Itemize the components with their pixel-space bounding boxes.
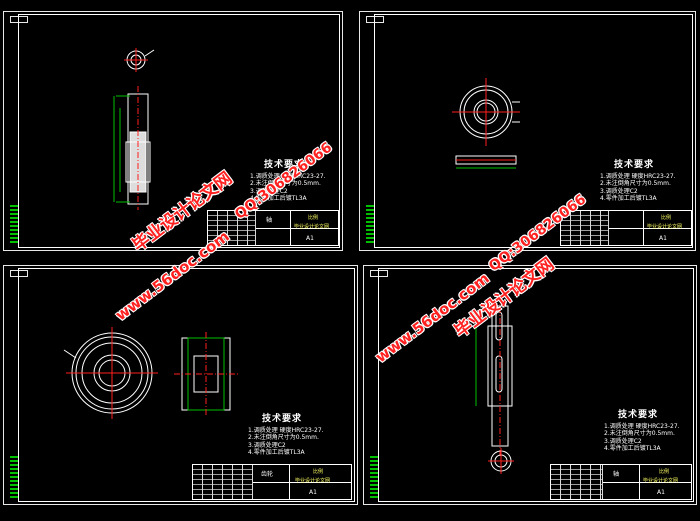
inner-frame <box>374 14 693 248</box>
sheet-tag <box>10 270 28 277</box>
company-label: 毕业设计论文网 <box>294 224 330 230</box>
tech-requirements: 技术要求 1.调质处理 硬度HRC23-27. 2.未注倒角尺寸为0.5mm. … <box>248 414 324 457</box>
tech-line: 1.调质处理 硬度HRC23-27. <box>250 172 326 180</box>
part-name: 轴 <box>266 217 273 224</box>
tech-line: 3.调质处理C2 <box>248 441 286 449</box>
revision-grid <box>561 211 609 245</box>
side-ruler <box>10 205 18 245</box>
revision-grid <box>193 465 253 499</box>
revision-grid <box>208 211 256 245</box>
shaft-drawing <box>475 296 514 474</box>
title-block: 齿轮 比例 毕业设计论文网 A1 <box>192 464 352 500</box>
scale-label: 比例 <box>313 469 324 475</box>
sheet-tag <box>10 16 28 23</box>
tech-line: 2.未注倒角尺寸为0.5mm. <box>250 180 321 187</box>
tech-requirements: 技术要求 1.调质处理 硬度HRC23-27. 2.未注倒角尺寸为0.5mm. … <box>250 160 326 203</box>
tech-requirements: 技术要求 1.调质处理 硬度HRC23-27. 2.未注倒角尺寸为0.5mm. … <box>600 160 676 203</box>
drawing-sheet-2[interactable]: 技术要求 1.调质处理 硬度HRC23-27. 2.未注倒角尺寸为0.5mm. … <box>359 11 696 251</box>
side-ruler <box>10 456 18 500</box>
scale-label: 比例 <box>308 215 319 221</box>
gear-drawing <box>63 327 238 419</box>
part-name: 齿轮 <box>261 471 274 478</box>
tech-line: 3.调质处理C2 <box>600 187 638 195</box>
tech-line: 2.未注倒角尺寸为0.5mm. <box>600 180 671 187</box>
side-ruler <box>370 456 378 500</box>
tech-line: 4.零件加工后镀TL3A <box>248 449 305 456</box>
washer-drawing <box>452 78 520 169</box>
tech-line: 1.调质处理 硬度HRC23-27. <box>248 426 324 434</box>
company-label: 毕业设计论文网 <box>643 478 679 484</box>
sheet-size: A1 <box>306 235 314 242</box>
title-block: 轴 比例 毕业设计论文网 A1 <box>207 210 339 246</box>
sheet-tag <box>370 270 388 277</box>
tech-line: 4.零件加工后镀TL3A <box>604 445 661 452</box>
company-label: 毕业设计论文网 <box>647 224 683 230</box>
sheet-tag <box>366 16 384 23</box>
tech-line: 4.零件加工后镀TL3A <box>600 195 657 202</box>
drawing-sheet-3[interactable]: 技术要求 1.调质处理 硬度HRC23-27. 2.未注倒角尺寸为0.5mm. … <box>3 265 358 505</box>
inner-frame <box>18 14 340 248</box>
tech-title: 技术要求 <box>614 160 655 170</box>
tech-line: 1.调质处理 硬度HRC23-27. <box>600 172 676 180</box>
tech-line: 1.调质处理 硬度HRC23-27. <box>604 422 680 430</box>
tech-title: 技术要求 <box>264 160 305 170</box>
scale-label: 比例 <box>661 215 672 221</box>
drawing-sheet-4[interactable]: 技术要求 1.调质处理 硬度HRC23-27. 2.未注倒角尺寸为0.5mm. … <box>363 265 697 505</box>
shaft-drawing <box>113 48 155 210</box>
tech-line: 2.未注倒角尺寸为0.5mm. <box>248 434 319 441</box>
drawing-sheet-1[interactable]: 技术要求 1.调质处理 硬度HRC23-27. 2.未注倒角尺寸为0.5mm. … <box>3 11 343 251</box>
tech-requirements: 技术要求 1.调质处理 硬度HRC23-27. 2.未注倒角尺寸为0.5mm. … <box>604 410 680 453</box>
sheet-size: A1 <box>657 489 665 496</box>
sheet-size: A1 <box>309 489 317 496</box>
part-name: 轴 <box>613 471 620 478</box>
tech-line: 2.未注倒角尺寸为0.5mm. <box>604 430 675 437</box>
tech-title: 技术要求 <box>618 410 659 420</box>
tech-line: 4.零件加工后镀TL3A <box>250 195 307 202</box>
inner-frame <box>18 268 355 502</box>
tech-line: 3.调质处理C2 <box>604 437 642 445</box>
sheet-size: A1 <box>659 235 667 242</box>
side-ruler <box>366 205 374 245</box>
scale-label: 比例 <box>659 469 670 475</box>
title-block: 比例 毕业设计论文网 A1 <box>560 210 692 246</box>
tech-title: 技术要求 <box>262 414 303 424</box>
title-block: 轴 比例 毕业设计论文网 A1 <box>550 464 692 500</box>
company-label: 毕业设计论文网 <box>295 478 331 484</box>
tech-line: 3.调质处理C2 <box>250 187 288 195</box>
revision-grid <box>551 465 603 499</box>
inner-frame <box>378 268 694 502</box>
